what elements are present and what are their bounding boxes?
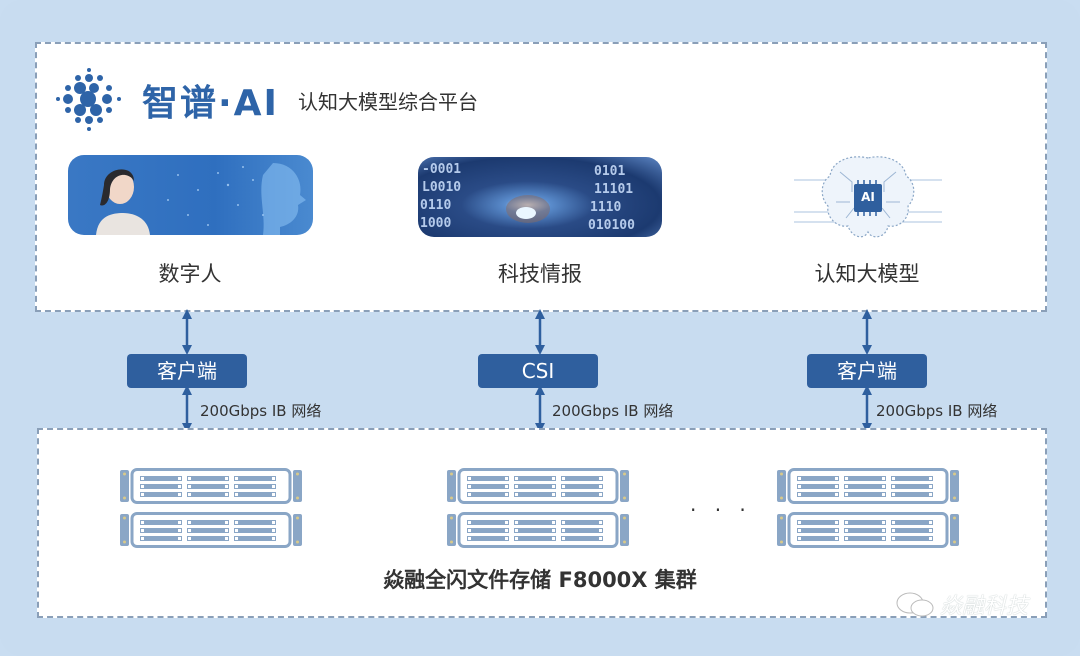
storage-server — [447, 512, 629, 548]
network-label-2: 200Gbps IB 网络 — [552, 402, 674, 420]
network-label-1: 200Gbps IB 网络 — [200, 402, 322, 420]
brand-name: 智谱·AI — [142, 83, 279, 124]
ai-brain-image: AI — [790, 152, 945, 244]
svg-text:010100: 010100 — [588, 218, 635, 233]
more-servers-ellipsis: · · · — [690, 498, 752, 522]
storage-server — [777, 512, 959, 548]
svg-text:1110: 1110 — [590, 200, 621, 215]
storage-server — [447, 468, 629, 504]
zhipu-logo-icon — [56, 68, 121, 131]
csi-node: CSI — [478, 354, 598, 388]
digital-human-image — [68, 155, 313, 235]
svg-text:1000: 1000 — [420, 216, 451, 231]
app-label-cognitive-model: 认知大模型 — [814, 262, 920, 286]
wechat-icon — [896, 592, 934, 617]
ai-chip-label: AI — [861, 190, 875, 204]
svg-text:0110: 0110 — [420, 198, 451, 213]
svg-text:11101: 11101 — [594, 182, 633, 197]
storage-server — [120, 512, 302, 548]
storage-cluster-label: 焱融全闪文件存储 F8000X 集群 — [383, 568, 697, 592]
watermark-text: 焱融科技 — [940, 594, 1029, 619]
storage-server — [120, 468, 302, 504]
app-label-digital-human: 数字人 — [158, 262, 222, 286]
platform-title: 认知大模型综合平台 — [298, 90, 478, 114]
client-node-1: 客户端 — [127, 354, 247, 388]
svg-text:0101: 0101 — [594, 164, 625, 179]
svg-text:-0001: -0001 — [422, 162, 461, 177]
storage-server — [777, 468, 959, 504]
app-label-tech-intelligence: 科技情报 — [498, 262, 582, 286]
network-label-3: 200Gbps IB 网络 — [876, 402, 998, 420]
svg-text:L0010: L0010 — [422, 180, 461, 195]
client-node-2: 客户端 — [807, 354, 927, 388]
